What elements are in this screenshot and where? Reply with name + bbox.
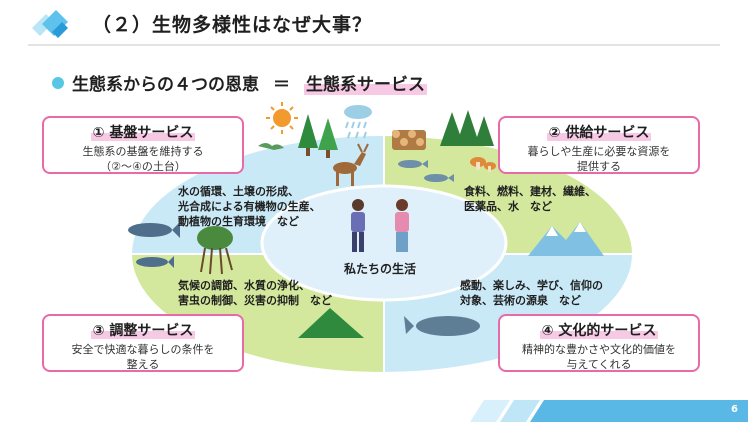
text-line: 水の循環、土壌の形成、 [178,185,299,198]
mountain-icon [298,308,364,338]
text-line: 光合成による有機物の生産、 [178,200,321,213]
center-label: 私たちの生活 [344,262,417,276]
equals-sign: ＝ [273,75,290,95]
regulation-service-title: ③ 調整サービス [90,323,196,339]
text-line: 感動、楽しみ、学び、信仰の [460,279,603,292]
base-service-desc: 生態系の基盤を維持する （②～④の土台） [82,145,204,173]
people-icon [351,199,409,252]
bird-icon [258,143,284,150]
tree-icon [298,114,338,158]
text-line: 対象、芸術の源泉 など [460,294,581,307]
page-number: 6 [731,404,738,415]
fish-icon [398,160,454,182]
culture-service-title: ④ 文化的サービス [539,323,659,339]
whale-icon [404,316,480,336]
regulation-service-desc: 安全で快適な暮らしの条件を 整える [71,343,215,371]
sun-icon [266,102,298,134]
text-line: 気候の調節、水質の浄化、 [178,279,310,292]
deer-icon [333,143,369,186]
text-line: 害虫の制御、災害の抑制 など [178,294,332,307]
culture-examples: 感動、楽しみ、学び、信仰の 対象、芸術の源泉 など [460,278,603,308]
base-service-title: ① 基盤サービス [90,125,196,141]
page-title: （２）生物多様性はなぜ大事？ [92,14,373,36]
title-divider [28,44,720,46]
mushroom-icon [470,157,496,172]
text-line: 動植物の生育環境 など [178,215,299,228]
provision-service-box: ② 供給サービス 暮らしや生産に必要な資源を 提供する [498,116,700,174]
provision-service-title: ② 供給サービス [546,125,652,141]
subtitle-text: 生態系からの４つの恩恵 [72,75,259,95]
provision-service-desc: 暮らしや生産に必要な資源を 提供する [527,145,671,173]
text-line: 医薬品、水 など [464,200,552,213]
logs-icon [392,130,426,150]
culture-service-desc: 精神的な豊かさや文化的価値を 与えてくれる [522,343,676,371]
regulation-service-box: ③ 調整サービス 安全で快適な暮らしの条件を 整える [42,314,244,372]
subtitle-row: 生態系からの４つの恩恵 ＝ 生態系サービス [52,70,427,95]
bullet-icon [52,76,64,89]
base-examples: 水の循環、土壌の形成、 光合成による有機物の生産、 動植物の生育環境 など [178,184,321,229]
footer-bar [470,400,748,422]
provision-examples: 食料、燃料、建材、繊維、 医薬品、水 など [464,184,596,214]
mangrove-icon [197,226,233,275]
text-line: 食料、燃料、建材、繊維、 [464,185,596,198]
subtitle-highlight: 生態系サービス [304,70,427,95]
regulation-examples: 気候の調節、水質の浄化、 害虫の制御、災害の抑制 など [178,278,332,308]
mountain-icon [528,222,604,256]
center-ellipse [260,184,508,302]
base-service-box: ① 基盤サービス 生態系の基盤を維持する （②～④の土台） [42,116,244,174]
rain-cloud-icon [344,105,372,139]
tree-icon [440,110,494,146]
fish-icon [128,222,180,268]
culture-service-box: ④ 文化的サービス 精神的な豊かさや文化的価値を 与えてくれる [498,314,700,372]
logo-icon [32,10,68,38]
